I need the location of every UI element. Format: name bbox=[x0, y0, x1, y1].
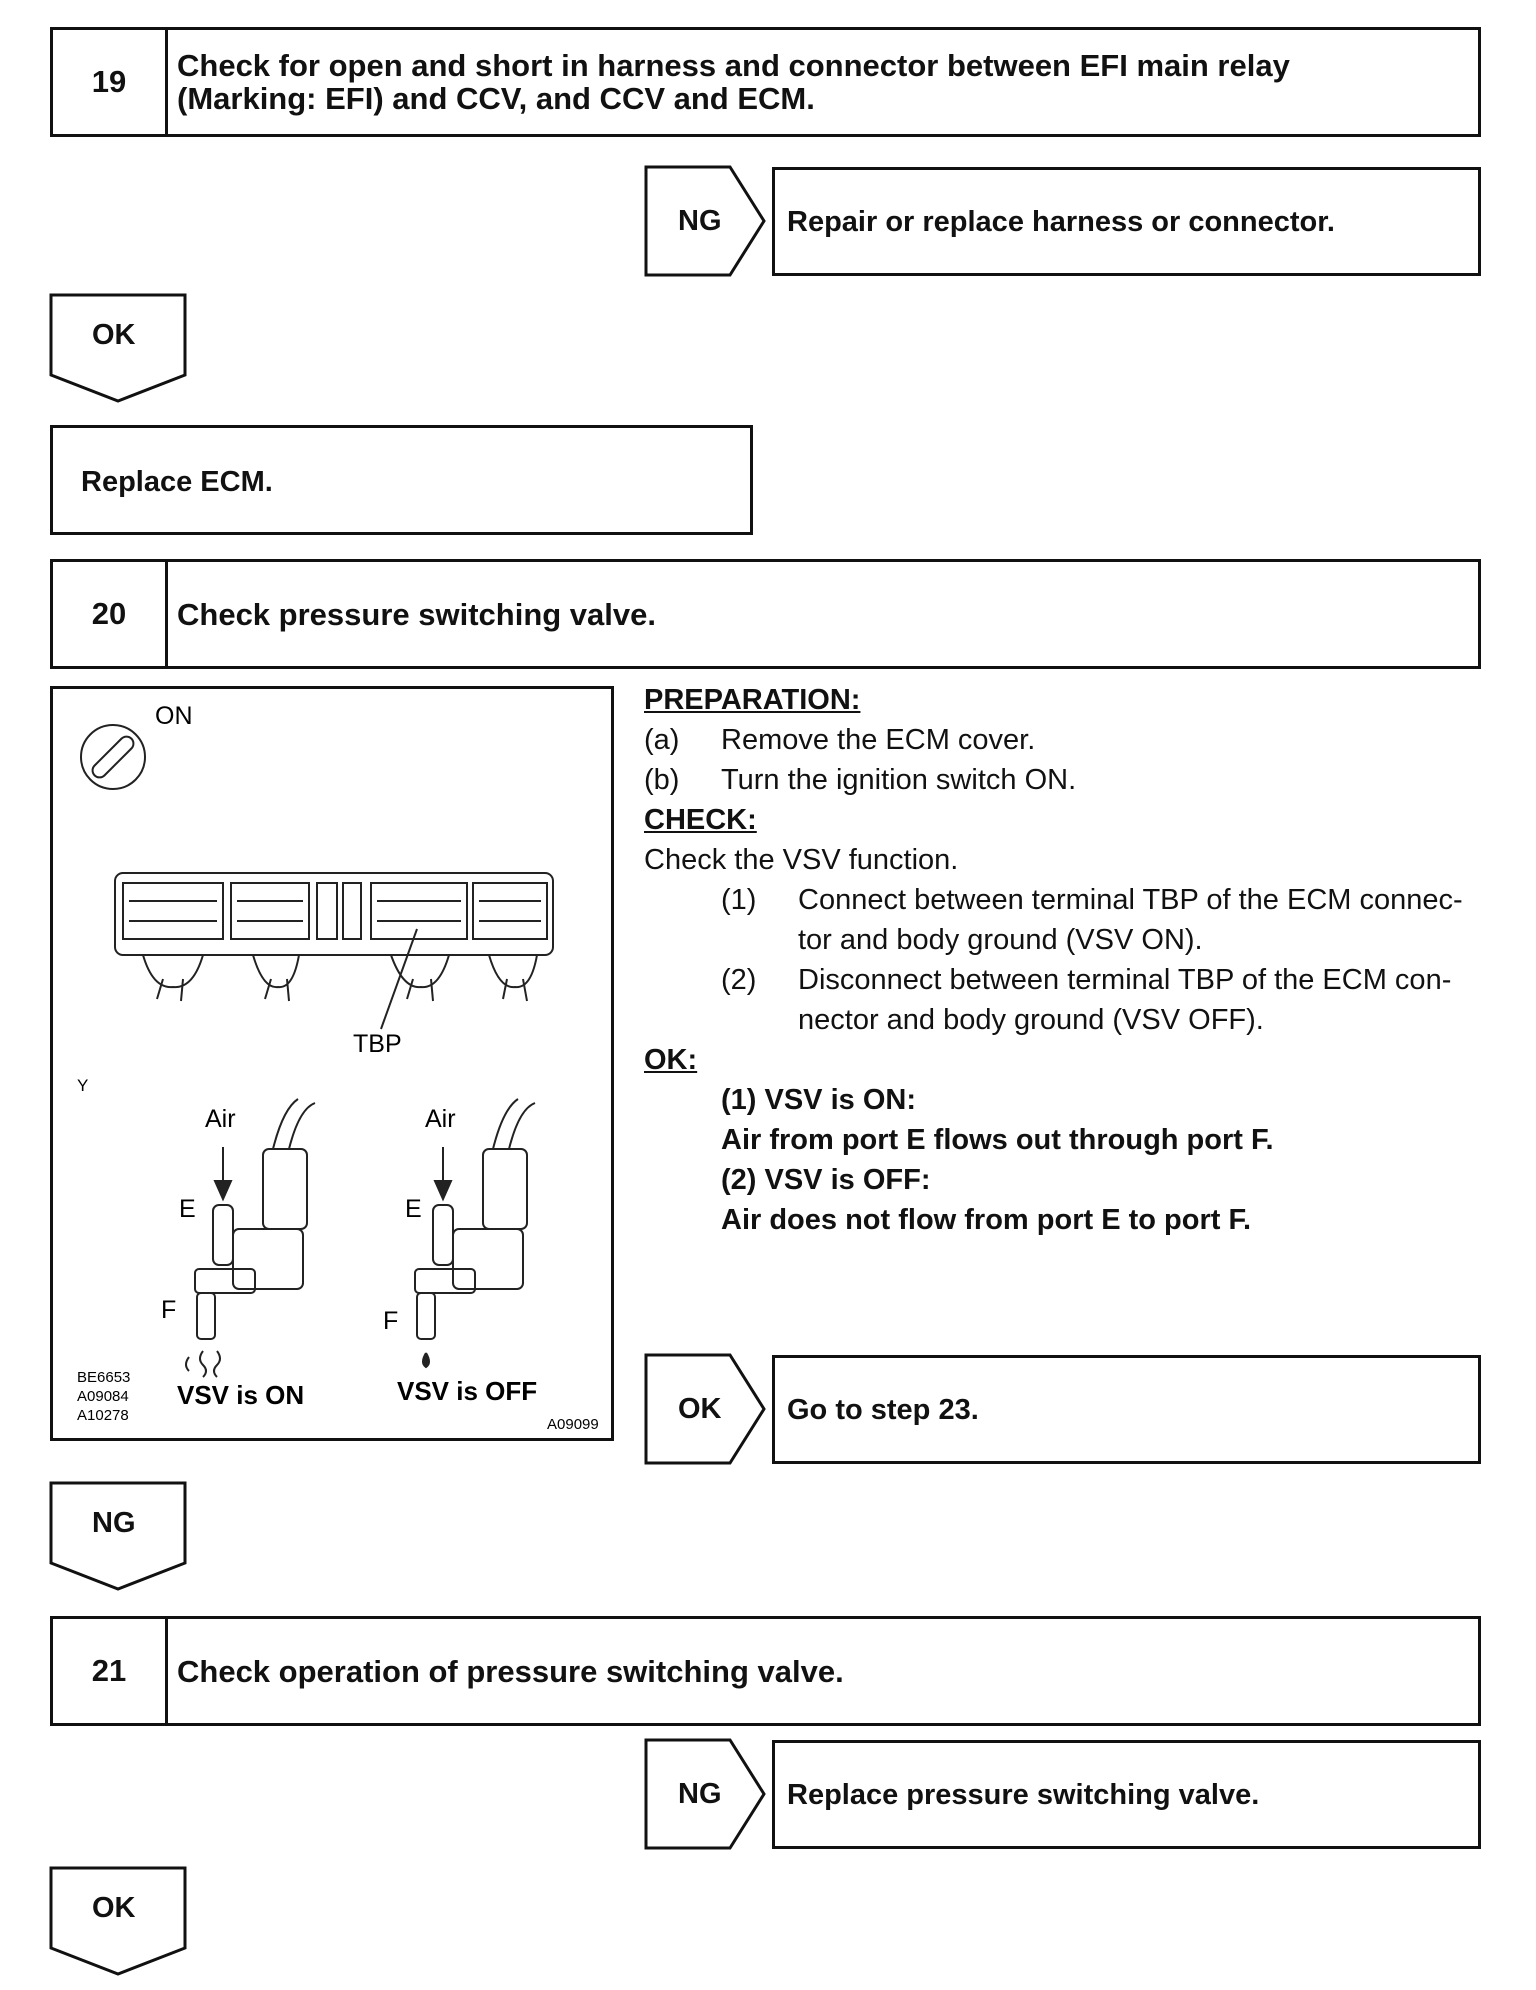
figure-ref-code: A09084 bbox=[77, 1388, 129, 1405]
ok-criteria-line: Air does not flow from port E to port F. bbox=[721, 1204, 1252, 1236]
step-19-ng-action: Repair or replace harness or connector. bbox=[787, 206, 1335, 238]
figure-f-left: F bbox=[161, 1296, 176, 1324]
check-item-line: tor and body ground (VSV ON). bbox=[798, 924, 1203, 956]
step-20-number: 20 bbox=[53, 562, 168, 666]
step-21-title: Check operation of pressure switching va… bbox=[177, 1653, 844, 1689]
step-19-ng-result: Repair or replace harness or connector. bbox=[772, 167, 1481, 276]
step-20-ng-tag bbox=[49, 1481, 187, 1591]
step-19-ng-label: NG bbox=[678, 205, 722, 237]
figure-ref-code: A10278 bbox=[77, 1407, 129, 1424]
figure-drawing: ON TBP Y Air Air E E F F VSV is ON VSV i… bbox=[77, 702, 599, 1433]
ignition-key-icon bbox=[80, 724, 146, 790]
step-20-figure: ON TBP Y Air Air E E F F VSV is ON VSV i… bbox=[50, 686, 614, 1441]
check-heading: CHECK: bbox=[644, 804, 757, 836]
ok-criteria-line: (2) VSV is OFF: bbox=[721, 1164, 931, 1196]
step-21-ng-result: Replace pressure switching valve. bbox=[772, 1740, 1481, 1849]
step-19-ok-result: Replace ECM. bbox=[50, 425, 753, 535]
step-19-title-line1: Check for open and short in harness and … bbox=[177, 48, 1290, 83]
step-20-title: Check pressure switching valve. bbox=[177, 596, 656, 632]
step-21-ok-label: OK bbox=[92, 1892, 136, 1924]
step-21-ng-tag bbox=[644, 1738, 766, 1850]
step-20-ng-label: NG bbox=[92, 1507, 136, 1539]
figure-tbp-label: TBP bbox=[353, 1030, 402, 1058]
figure-air-left: Air bbox=[205, 1105, 236, 1133]
figure-caption-left: VSV is ON bbox=[177, 1380, 304, 1410]
figure-code: A09099 bbox=[547, 1416, 599, 1433]
step-19-title-line2: (Marking: EFI) and CCV, and CCV and ECM. bbox=[177, 81, 815, 116]
step-20-ok-tag bbox=[644, 1353, 766, 1465]
step-21-ng-label: NG bbox=[678, 1778, 722, 1810]
preparation-item-mark: (b) bbox=[644, 764, 680, 796]
vsv-on-drawing bbox=[185, 1098, 316, 1378]
ok-criteria-heading: OK: bbox=[644, 1044, 698, 1076]
figure-on-label: ON bbox=[155, 702, 193, 730]
check-item-line: Disconnect between terminal TBP of the E… bbox=[798, 964, 1452, 996]
step-20-header: 20 Check pressure switching valve. bbox=[50, 559, 1481, 669]
figure-f-right: F bbox=[383, 1307, 398, 1335]
preparation-item-text: Turn the ignition switch ON. bbox=[721, 764, 1077, 796]
step-19-ok-label: OK bbox=[92, 319, 136, 351]
preparation-item-mark: (a) bbox=[644, 724, 680, 756]
ecm-connector-drawing bbox=[114, 872, 554, 1030]
check-item-line: nector and body ground (VSV OFF). bbox=[798, 1004, 1264, 1036]
step-19-ok-tag bbox=[49, 293, 187, 403]
step-20-ok-result: Go to step 23. bbox=[772, 1355, 1481, 1464]
vsv-off-drawing bbox=[414, 1098, 536, 1369]
step-21-ng-action: Replace pressure switching valve. bbox=[787, 1779, 1260, 1811]
step-19-ok-action: Replace ECM. bbox=[81, 466, 273, 498]
step-19-ng-tag bbox=[644, 165, 766, 277]
ok-criteria-line: Air from port E flows out through port F… bbox=[721, 1124, 1274, 1156]
figure-e-right: E bbox=[405, 1195, 422, 1223]
step-20-ok-action: Go to step 23. bbox=[787, 1394, 979, 1426]
step-20-ok-label: OK bbox=[678, 1393, 722, 1425]
check-item-mark: (2) bbox=[721, 964, 757, 996]
figure-e-left: E bbox=[179, 1195, 196, 1223]
check-item-line: Connect between terminal TBP of the ECM … bbox=[798, 884, 1463, 916]
figure-caption-right: VSV is OFF bbox=[397, 1376, 537, 1406]
figure-air-right: Air bbox=[425, 1105, 456, 1133]
step-21-header: 21 Check operation of pressure switching… bbox=[50, 1616, 1481, 1726]
ok-criteria-line: (1) VSV is ON: bbox=[721, 1084, 916, 1116]
preparation-item-text: Remove the ECM cover. bbox=[721, 724, 1036, 756]
check-item-mark: (1) bbox=[721, 884, 757, 916]
figure-ref-code: BE6653 bbox=[77, 1369, 130, 1386]
step-19-header: 19 Check for open and short in harness a… bbox=[50, 27, 1481, 137]
preparation-heading: PREPARATION: bbox=[644, 684, 861, 716]
check-intro: Check the VSV function. bbox=[644, 844, 959, 876]
step-19-title: Check for open and short in harness and … bbox=[177, 30, 1464, 134]
step-19-number: 19 bbox=[53, 30, 168, 134]
step-21-number: 21 bbox=[53, 1619, 168, 1723]
figure-side-mark: Y bbox=[77, 1076, 88, 1095]
step-21-ok-tag bbox=[49, 1866, 187, 1976]
